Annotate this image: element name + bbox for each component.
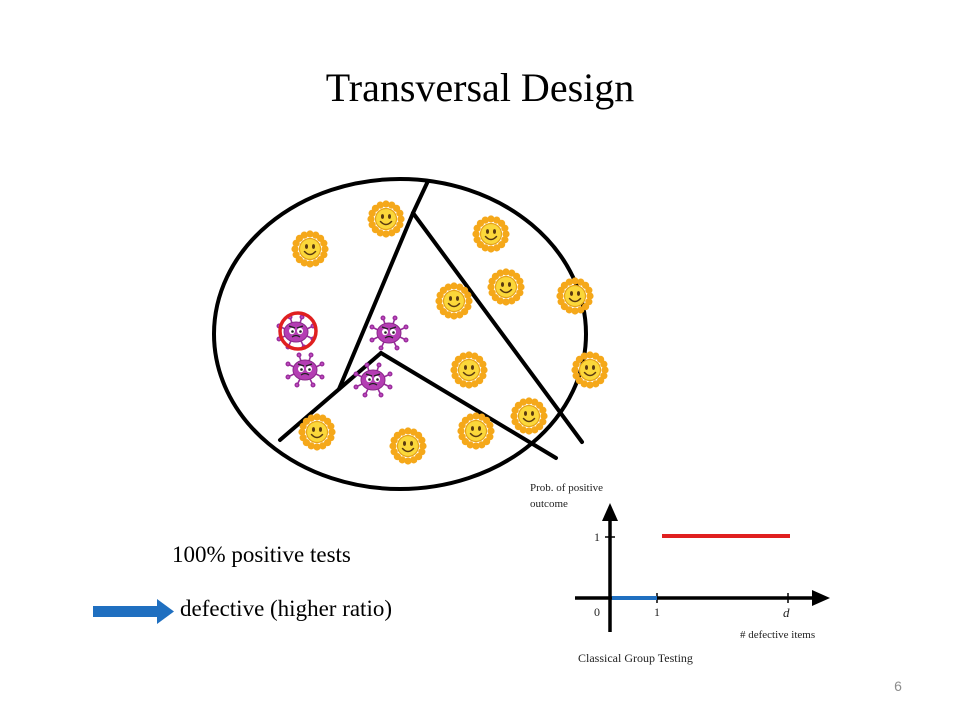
plot-x-axis-arrowhead — [812, 590, 830, 606]
group-partition-lines — [278, 179, 584, 460]
smiley-sun-icon — [388, 426, 428, 466]
smiley-sun-icon — [366, 199, 406, 239]
smiley-sun-icon — [509, 396, 549, 436]
x-axis-label: # defective items — [740, 629, 815, 641]
result-text: 100% positive tests — [172, 542, 351, 567]
population-ellipse — [212, 177, 588, 491]
y-axis-label-line2: outcome — [530, 498, 568, 510]
plot-x-tick-label-1: 1 — [654, 605, 660, 619]
slide-title: Transversal Design — [325, 65, 635, 110]
y-axis-label-line1: Prob. of positive — [530, 482, 603, 494]
plot-x-tick-label-0: 0 — [594, 605, 600, 619]
smiley-sun-icon — [449, 350, 489, 390]
smiley-sun-icon — [456, 411, 496, 451]
smiley-sun-icon — [434, 281, 474, 321]
plot-x-tick-label-d: d — [783, 605, 790, 620]
defective-highlight-circle — [278, 311, 318, 351]
partition-line-right — [411, 211, 584, 444]
conclusion-text: defective (higher ratio) — [180, 596, 392, 621]
partition-line-lower-left — [278, 351, 383, 442]
virus-icon — [369, 315, 409, 351]
virus-icon — [353, 362, 393, 398]
plot-y-tick-label: 1 — [594, 530, 600, 544]
conclusion-arrow — [93, 599, 174, 624]
good-items — [290, 199, 610, 466]
inset-plot: Prob. of positive outcome 1 0 1 d # defe… — [530, 482, 830, 665]
smiley-sun-icon — [486, 267, 526, 307]
smiley-sun-icon — [555, 276, 595, 316]
smiley-sun-icon — [290, 229, 330, 269]
page-number: 6 — [894, 678, 902, 694]
smiley-sun-icon — [297, 412, 337, 452]
plot-y-axis-arrowhead — [602, 503, 618, 521]
partition-line-lower-right — [379, 351, 558, 460]
partition-line-left — [337, 211, 415, 391]
partition-line-top — [411, 179, 430, 215]
smiley-sun-icon — [570, 350, 610, 390]
plot-caption: Classical Group Testing — [578, 651, 693, 665]
smiley-sun-icon — [471, 214, 511, 254]
virus-icon — [285, 352, 325, 388]
